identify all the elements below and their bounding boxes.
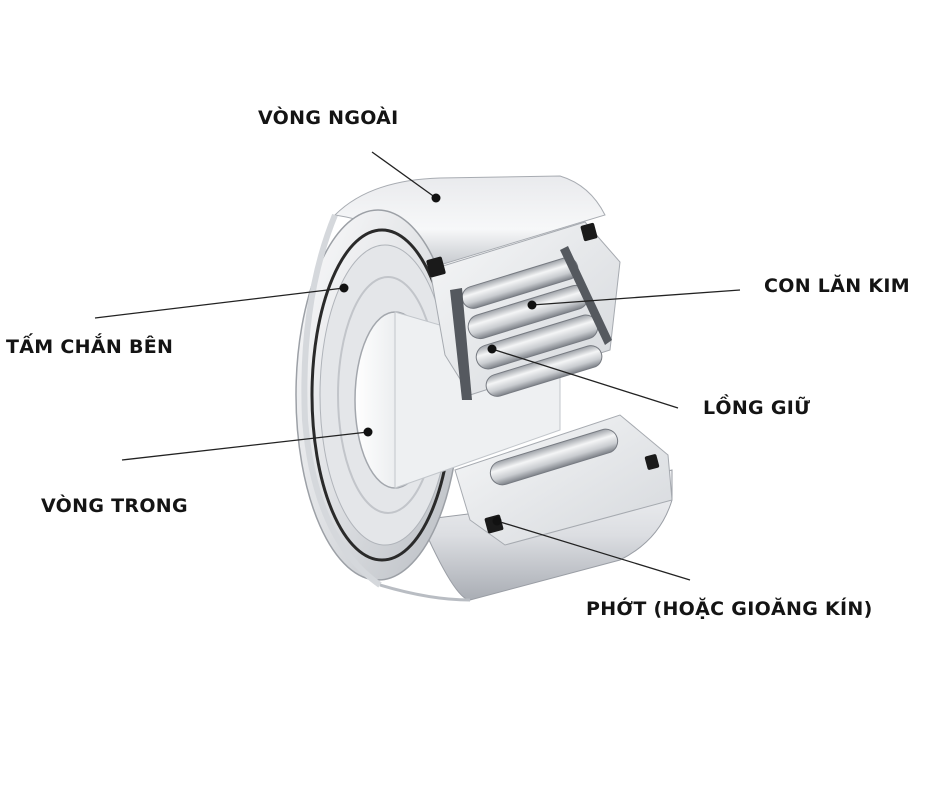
lower-cutaway [454,414,673,546]
leader-needle-roller [531,289,741,306]
leader-side-shield [94,287,345,319]
leader-seal [496,520,691,581]
dot-seal [492,516,502,526]
outer-ring-rim-bottom [379,583,471,602]
needle-roller [489,428,619,486]
label-cage: LỒNG GIỮ [703,397,811,419]
seal-block [644,454,660,470]
needle-rollers-upper [461,257,603,397]
leader-inner-ring [121,431,369,461]
seal-block [426,256,446,278]
dot-inner-ring [363,427,373,437]
outer-ring-rim [301,213,382,588]
needle-roller [485,345,603,397]
dot-side-shield [339,283,349,293]
seal-block [580,222,598,242]
label-seal: PHỚT (HOẶC GIOĂNG KÍN) [586,598,873,620]
leader-outer-ring [371,151,437,199]
label-inner-ring: VÒNG TRONG [41,495,188,517]
leader-cage [491,348,679,409]
cage-upper-rear [560,246,612,345]
label-side-shield: TẤM CHẮN BÊN [6,336,174,358]
dot-cage [487,344,497,354]
leader-dots [339,193,537,526]
label-needle-roller: CON LĂN KIM [764,275,910,297]
bearing-illustration [295,175,673,602]
cage-upper [450,288,472,400]
dot-outer-ring [431,193,441,203]
leader-lines [94,151,741,581]
label-outer-ring: VÒNG NGOÀI [258,107,399,129]
dot-needle-roller [527,300,537,310]
